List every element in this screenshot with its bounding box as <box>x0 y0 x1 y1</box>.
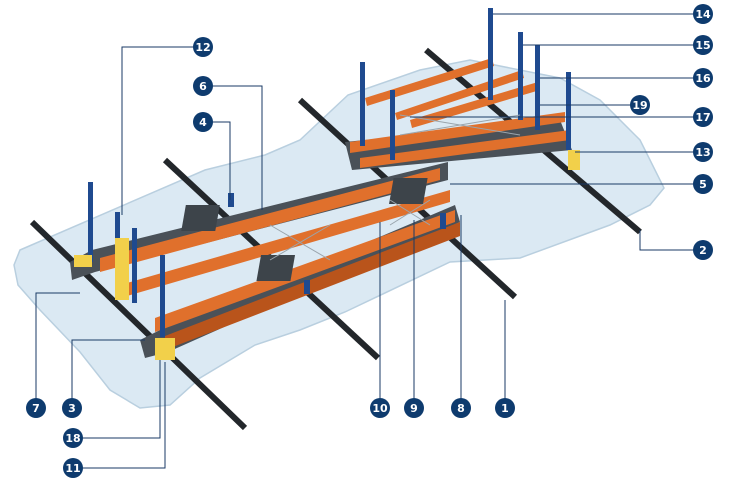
callout-3: 3 <box>62 398 82 418</box>
callout-1: 1 <box>495 398 515 418</box>
callout-4: 4 <box>193 112 213 132</box>
callout-11: 11 <box>63 458 83 478</box>
upright <box>88 182 93 262</box>
upright <box>488 8 493 100</box>
callout-10: 10 <box>370 398 390 418</box>
callout-6: 6 <box>193 76 213 96</box>
upright <box>535 45 540 130</box>
callout-19: 19 <box>630 95 650 115</box>
svg-text:15: 15 <box>695 39 710 52</box>
svg-text:9: 9 <box>410 402 418 415</box>
svg-text:5: 5 <box>699 178 707 191</box>
svg-text:13: 13 <box>695 146 710 159</box>
svg-text:17: 17 <box>695 111 710 124</box>
brace <box>269 224 331 261</box>
front-carriage <box>70 162 460 360</box>
brace <box>389 199 431 226</box>
bumper <box>155 338 175 360</box>
upright <box>132 228 137 303</box>
beam <box>100 168 440 272</box>
callout-15: 15 <box>693 35 713 55</box>
callouts: 1 2 3 4 5 6 7 8 9 10 11 12 13 14 15 16 1… <box>26 4 713 478</box>
svg-text:6: 6 <box>199 80 207 93</box>
post <box>228 193 234 207</box>
rear-carriage <box>345 8 580 170</box>
drive-unit <box>389 178 428 204</box>
svg-text:19: 19 <box>632 99 647 112</box>
svg-text:2: 2 <box>699 244 707 257</box>
bumper <box>74 255 92 267</box>
callout-13: 13 <box>693 142 713 162</box>
svg-text:11: 11 <box>65 462 80 475</box>
svg-text:18: 18 <box>65 432 80 445</box>
beam <box>365 58 494 106</box>
callout-12: 12 <box>193 37 213 57</box>
brace <box>399 114 521 136</box>
svg-text:14: 14 <box>695 8 711 21</box>
beam <box>165 222 460 350</box>
bumper <box>568 150 580 170</box>
svg-text:7: 7 <box>32 402 40 415</box>
callout-18: 18 <box>63 428 83 448</box>
svg-text:16: 16 <box>695 72 711 85</box>
leader-lines <box>35 13 700 469</box>
callout-9: 9 <box>404 398 424 418</box>
callout-2: 2 <box>693 240 713 260</box>
bumper <box>115 238 129 300</box>
svg-text:10: 10 <box>372 402 388 415</box>
post <box>304 280 310 294</box>
svg-text:1: 1 <box>501 402 509 415</box>
post <box>440 213 446 229</box>
svg-text:12: 12 <box>195 41 210 54</box>
upright <box>518 32 523 120</box>
upright <box>360 62 365 146</box>
svg-text:8: 8 <box>457 402 465 415</box>
drive-unit <box>181 205 220 231</box>
callout-7: 7 <box>26 398 46 418</box>
rail <box>29 219 248 431</box>
svg-text:4: 4 <box>199 116 207 129</box>
callout-17: 17 <box>693 107 713 127</box>
beam <box>120 190 450 298</box>
drive-unit <box>256 255 296 281</box>
beam <box>350 112 565 153</box>
callout-14: 14 <box>693 4 713 24</box>
callout-16: 16 <box>693 68 713 88</box>
upright <box>390 90 395 160</box>
callout-8: 8 <box>451 398 471 418</box>
upright <box>160 255 165 337</box>
callout-5: 5 <box>693 174 713 194</box>
svg-text:3: 3 <box>68 402 76 415</box>
beam <box>360 130 570 168</box>
upright <box>566 72 571 150</box>
